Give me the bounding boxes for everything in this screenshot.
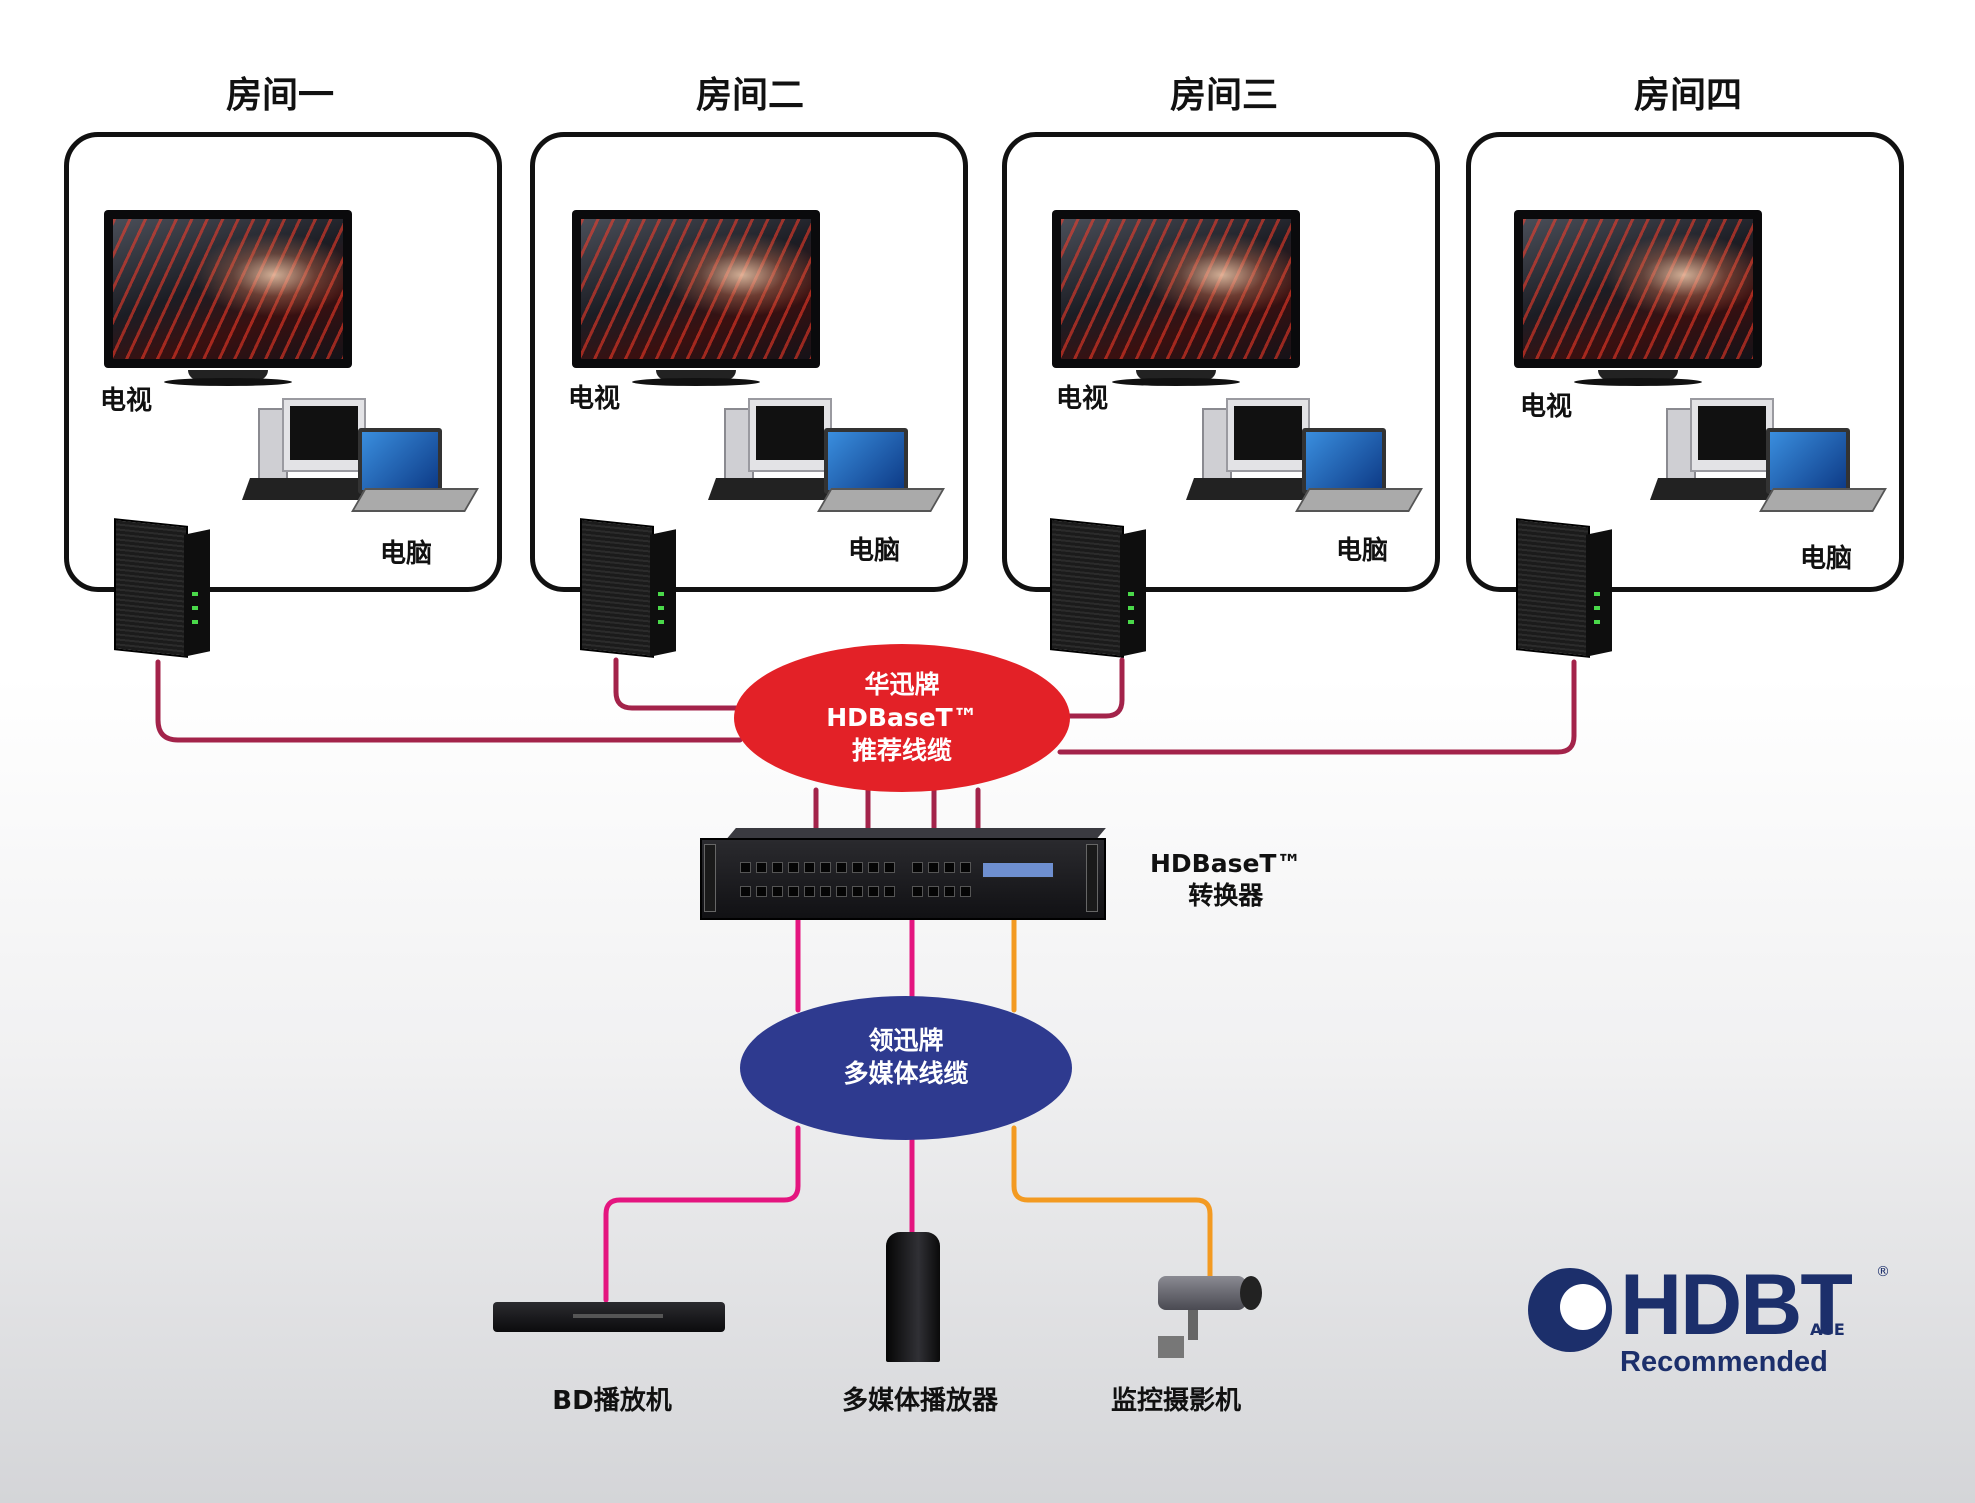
hdbaset-cable-line1: 华迅牌 <box>864 670 940 699</box>
room1-pc <box>241 398 479 523</box>
room4-tv-label: 电视 <box>1520 392 1573 422</box>
surveillance-camera <box>1148 1262 1268 1362</box>
room1-tv-label: 电视 <box>100 386 153 416</box>
hdbaset-cable-line2: HDBaseT™ <box>826 703 978 732</box>
logo-word: HDBT <box>1620 1257 1853 1353</box>
room2-modem <box>580 518 678 662</box>
room3-tv <box>1052 210 1302 390</box>
multimedia-cable-label: 领迅牌 多媒体线缆 <box>843 1024 968 1090</box>
room2-tv <box>572 210 822 390</box>
converter-label: HDBaseT™ 转换器 <box>1150 848 1302 912</box>
logo-suffix: ASE <box>1810 1320 1845 1339</box>
media-player <box>886 1232 948 1366</box>
room3-pc-label: 电脑 <box>1336 536 1389 566</box>
room2-pc-label: 电脑 <box>848 536 901 566</box>
room4-pc-label: 电脑 <box>1800 544 1853 574</box>
multimedia-cable-line2: 多媒体线缆 <box>843 1059 969 1088</box>
multimedia-cable-ellipse <box>740 996 1072 1140</box>
room4-pc <box>1649 398 1887 523</box>
media-player-label: 多媒体播放器 <box>841 1386 999 1416</box>
wire-bd <box>603 1125 801 1303</box>
room4-title: 房间四 <box>1633 75 1743 116</box>
room1-modem <box>114 518 212 662</box>
room1-tv <box>104 210 354 390</box>
room2-pc <box>707 398 945 523</box>
room3-title: 房间三 <box>1169 75 1279 116</box>
room2-tv-label: 电视 <box>568 384 621 414</box>
bd-player <box>493 1302 729 1336</box>
multimedia-cable-line1: 领迅牌 <box>868 1026 944 1055</box>
room3-modem <box>1050 518 1148 662</box>
converter-label-line1: HDBaseT™ <box>1150 849 1302 878</box>
wire-room4 <box>1057 659 1577 755</box>
hdbaset-recommended-logo: HDBT ® ASE Recommended <box>1528 1257 1898 1382</box>
room4-modem <box>1516 518 1614 662</box>
logo-registered-mark: ® <box>1876 1264 1890 1280</box>
room4-tv <box>1514 210 1764 390</box>
room2-title: 房间二 <box>695 75 805 116</box>
bd-player-label: BD播放机 <box>552 1386 672 1416</box>
wire-cam <box>1011 1125 1213 1279</box>
logo-tagline: Recommended <box>1620 1346 1828 1378</box>
surveillance-camera-label: 监控摄影机 <box>1110 1386 1242 1416</box>
wire-room1 <box>155 659 743 743</box>
room3-pc <box>1185 398 1423 523</box>
hdbaset-cable-line3: 推荐线缆 <box>851 736 952 765</box>
converter-label-line2: 转换器 <box>1188 881 1264 910</box>
hdbaset-cable-label: 华迅牌 HDBaseT™ 推荐线缆 <box>826 668 978 767</box>
hdbaset-cable-ellipse <box>734 644 1070 792</box>
room1-pc-label: 电脑 <box>380 539 433 569</box>
hdbaset-converter <box>700 828 1106 920</box>
wire-room3 <box>1057 657 1125 719</box>
wire-room2 <box>613 657 743 711</box>
room1-title: 房间一 <box>225 75 335 116</box>
room3-tv-label: 电视 <box>1056 384 1109 414</box>
